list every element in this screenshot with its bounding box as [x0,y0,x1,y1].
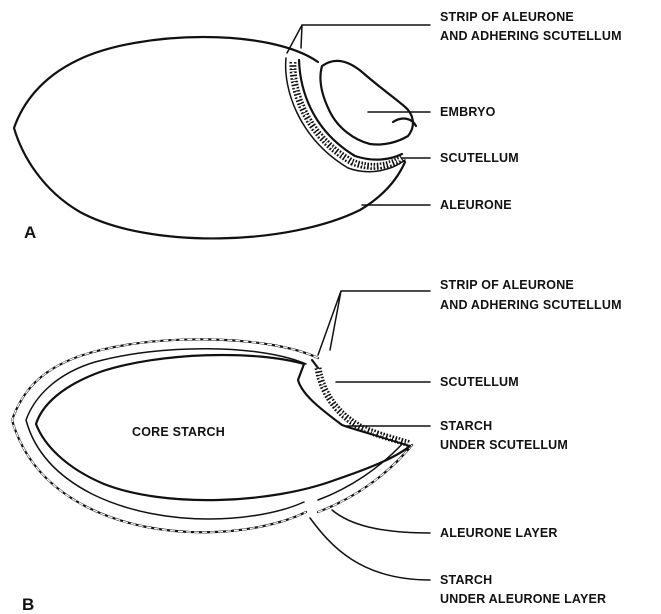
leader-a-strip [287,25,430,53]
label-b-scutellum: SCUTELLUM [440,375,519,389]
label-b-starch-scutellum-line1: STARCH [440,419,492,433]
panel-letter-a: A [24,223,36,242]
label-a-embryo: EMBRYO [440,105,496,119]
scutellum-b-line [312,360,318,368]
panel-b: STRIP OF ALEURONE AND ADHERING SCUTELLUM… [12,278,622,614]
label-b-aleurone-layer: ALEURONE LAYER [440,526,558,540]
label-a-aleurone: ALEURONE [440,198,512,212]
label-a-strip-line1: STRIP OF ALEURONE [440,10,574,24]
label-b-strip-line2: AND ADHERING SCUTELLUM [440,298,622,312]
strip-b-stipple [318,368,410,444]
panel-letter-b: B [22,595,34,614]
embryo-shape [320,61,413,145]
label-b-starch-aleurone-line2: UNDER ALEURONE LAYER [440,592,606,606]
label-b-core-starch: CORE STARCH [132,425,225,439]
label-a-scutellum: SCUTELLUM [440,151,519,165]
panel-a: STRIP OF ALEURONE AND ADHERING SCUTELLUM… [14,10,622,242]
label-b-starch-scutellum-line2: UNDER SCUTELLUM [440,438,568,452]
label-a-strip-line2: AND ADHERING SCUTELLUM [440,29,622,43]
kernel-a-outline [14,37,405,238]
leader-b-aleurone [332,510,430,533]
leader-b-strip [318,291,430,355]
label-b-starch-aleurone-line1: STARCH [440,573,492,587]
label-b-strip-line1: STRIP OF ALEURONE [440,278,574,292]
